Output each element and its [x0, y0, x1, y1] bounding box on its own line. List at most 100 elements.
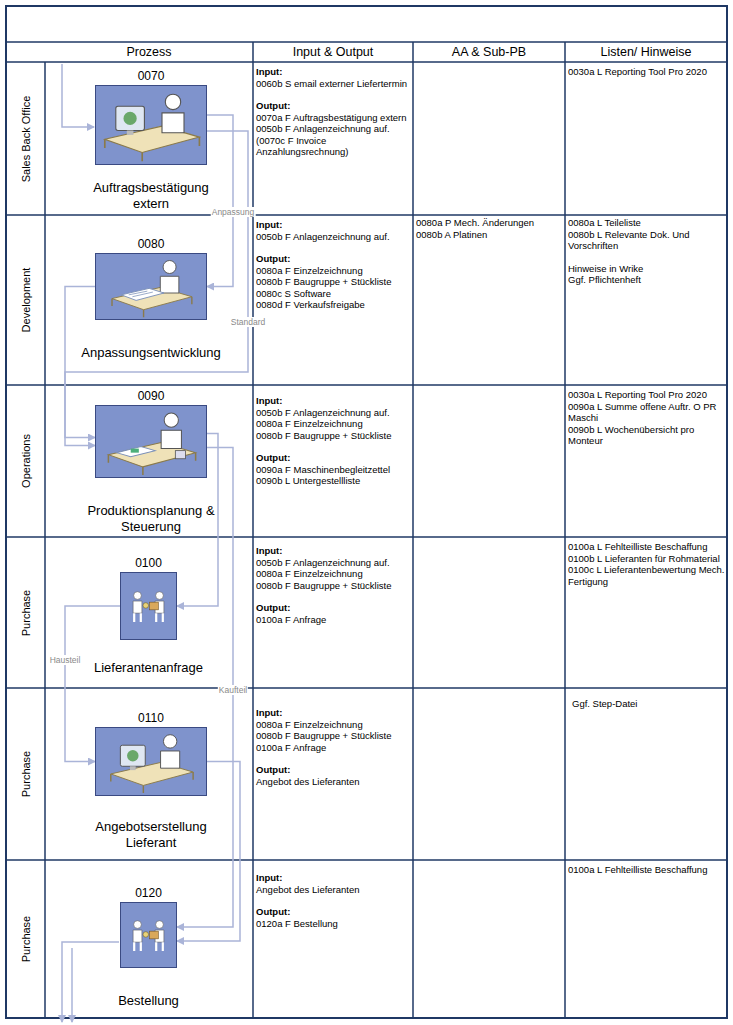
section-heading: Output: — [256, 253, 410, 265]
table-cell: 0080a P Mech. Änderungen0080b A Platinen — [416, 217, 564, 240]
step-name-wrap: Anpassungsentwicklung — [65, 345, 237, 361]
step-name: Angebotserstellung Lieferant — [95, 819, 206, 850]
step-name-wrap: Angebotserstellung Lieferant — [76, 819, 226, 851]
flow-connector — [207, 115, 233, 287]
process-box: 0090Produktionsplanung & Steuerung — [95, 405, 207, 478]
section-heading: Input: — [256, 707, 410, 719]
cell-text: 0080a F Einzelzeichnung — [256, 719, 410, 731]
cell-text: 0100c L Lieferantenbewertung Mech. Ferti… — [568, 564, 725, 587]
process-box: 0100Lieferantenanfrage — [120, 572, 177, 640]
column-header: AA & Sub-PB — [413, 42, 565, 62]
cell-text: 0100b L Lieferanten für Rohmaterial — [568, 553, 725, 565]
table-cell: 0030a L Reporting Tool Pro 20200090a L S… — [568, 389, 725, 447]
cell-text: (0070c F Invoice Anzahlungsrechnung) — [256, 135, 410, 158]
cell-text: Angebot des Lieferanten — [256, 776, 410, 788]
step-name: Anpassungsentwicklung — [81, 345, 220, 360]
cell-text: 0050b F Anlagenzeichnung auf. — [256, 231, 410, 243]
flow-connector — [65, 287, 95, 438]
table-cell: Input:0050b F Anlagenzeichnung auf. Outpu… — [256, 219, 410, 311]
cell-text: Ggf. Pflichtenheft — [568, 274, 725, 286]
process-box: 0110Angebotserstellung Lieferant — [95, 727, 207, 796]
cell-text: 0070a F Auftragsbestätigung extern — [256, 112, 410, 124]
column-header: Prozess — [45, 42, 253, 62]
edge-label: Anpassung — [211, 207, 256, 217]
table-cell: 0100a L Fehlteilliste Beschaffung — [568, 864, 725, 876]
step-number: 0100 — [135, 556, 162, 570]
step-number: 0120 — [135, 886, 162, 900]
lane-label: Purchase — [20, 589, 32, 635]
cell-text: 0090a L Summe offene Auftr. O PR Maschi — [568, 401, 725, 424]
cell-text: 0080b F Baugruppe + Stückliste — [256, 730, 410, 742]
cell-text: 0090b L Wochenübersicht pro Monteur — [568, 424, 725, 447]
section-heading: Output: — [256, 906, 410, 918]
step-name: Auftragsbestätigung extern — [93, 180, 209, 211]
cell-text: 0080d F Verkaufsfreigabe — [256, 299, 410, 311]
cell-text: Ggf. Step-Datei — [572, 698, 724, 710]
cell-text: 0090b L Untergestellliste — [256, 475, 410, 487]
cell-text: Angebot des Lieferanten — [256, 884, 410, 896]
cell-text: 0080b L Relevante Dok. Und Vorschriften — [568, 229, 725, 252]
section-heading: Input: — [256, 219, 410, 231]
step-name-wrap: Auftragsbestätigung extern — [76, 180, 226, 212]
cell-text: 0080b F Baugruppe + Stückliste — [256, 580, 410, 592]
lane-label: Sales Back Office — [20, 95, 32, 182]
table-cell: Input:0050b F Anlagenzeichnung auf.0080a… — [256, 545, 410, 625]
section-heading: Output: — [256, 764, 410, 776]
step-name: Produktionsplanung & Steuerung — [87, 503, 214, 534]
section-heading: Input: — [256, 545, 410, 557]
cell-text: 0030a L Reporting Tool Pro 2020 — [568, 389, 725, 401]
section-heading: Output: — [256, 452, 410, 464]
lane-label: Purchase — [20, 916, 32, 962]
cell-text: 0090a F Maschinenbegleitzettel — [256, 464, 410, 476]
process-icon — [121, 573, 176, 639]
table-cell: Input:0060b S email externer Liefertermi… — [256, 66, 410, 158]
cell-text: 0080b F Baugruppe + Stückliste — [256, 430, 410, 442]
process-box: 0120Bestellung — [120, 902, 177, 968]
process-icon — [121, 903, 176, 967]
table-cell: 0100a L Fehlteilliste Beschaffung0100b L… — [568, 541, 725, 587]
section-heading: Output: — [256, 100, 410, 112]
cell-text: 0080a F Einzelzeichnung — [256, 418, 410, 430]
column-header: Listen/ Hinweise — [565, 42, 727, 62]
step-name-wrap: Lieferantenanfrage — [69, 660, 229, 676]
process-box: 0070Auftragsbestätigung extern — [95, 85, 207, 165]
cell-text: 0080c S Software — [256, 288, 410, 300]
step-name: Lieferantenanfrage — [94, 660, 203, 675]
cell-text: 0100a L Fehlteilliste Beschaffung — [568, 864, 725, 876]
cell-text: Hinweise in Wrike — [568, 263, 725, 275]
edge-label: Standard — [230, 317, 267, 327]
step-name: Bestellung — [118, 993, 179, 1008]
step-number: 0080 — [138, 237, 165, 251]
cell-text: 0080a F Einzelzeichnung — [256, 568, 410, 580]
process-icon — [96, 254, 206, 319]
cell-text: 0100a F Anfrage — [256, 614, 410, 626]
table-cell: 0080a L Teileliste0080b L Relevante Dok.… — [568, 217, 725, 286]
flow-entry-exit — [62, 64, 119, 1022]
step-number: 0090 — [138, 389, 165, 403]
step-name-wrap: Bestellung — [74, 993, 224, 1009]
table-cell: Input:0050b F Anlagenzeichnung auf.0080a… — [256, 395, 410, 487]
lane-label: Operations — [20, 434, 32, 488]
lane-label: Purchase — [20, 751, 32, 797]
process-icon — [96, 86, 206, 164]
table-cell: 0030a L Reporting Tool Pro 2020 — [568, 66, 725, 78]
cell-text: 0080b A Platinen — [416, 229, 564, 241]
table-grid — [6, 6, 727, 1018]
edge-label: Kaufteil — [218, 685, 248, 695]
step-name-wrap: Produktionsplanung & Steuerung — [71, 503, 231, 535]
cell-text: 0050b F Anlagenzeichnung auf. — [256, 557, 410, 569]
cell-text: 0080a L Teileliste — [568, 217, 725, 229]
cell-text: 0030a L Reporting Tool Pro 2020 — [568, 66, 725, 78]
table-cell: Input:Angebot des LieferantenOutput:0120… — [256, 872, 410, 929]
process-icon — [96, 728, 206, 795]
column-header: Input & Output — [253, 42, 413, 62]
section-heading: Input: — [256, 395, 410, 407]
lane-label: Development — [20, 268, 32, 333]
section-heading: Input: — [256, 872, 410, 884]
flow-connector — [65, 131, 248, 446]
cell-text: 0080b F Baugruppe + Stückliste — [256, 276, 410, 288]
cell-text: 0080a P Mech. Änderungen — [416, 217, 564, 229]
table-cell: Input:0080a F Einzelzeichnung0080b F Bau… — [256, 707, 410, 787]
cell-text: 0050b F Anlagenzeichnung auf. — [256, 123, 410, 135]
